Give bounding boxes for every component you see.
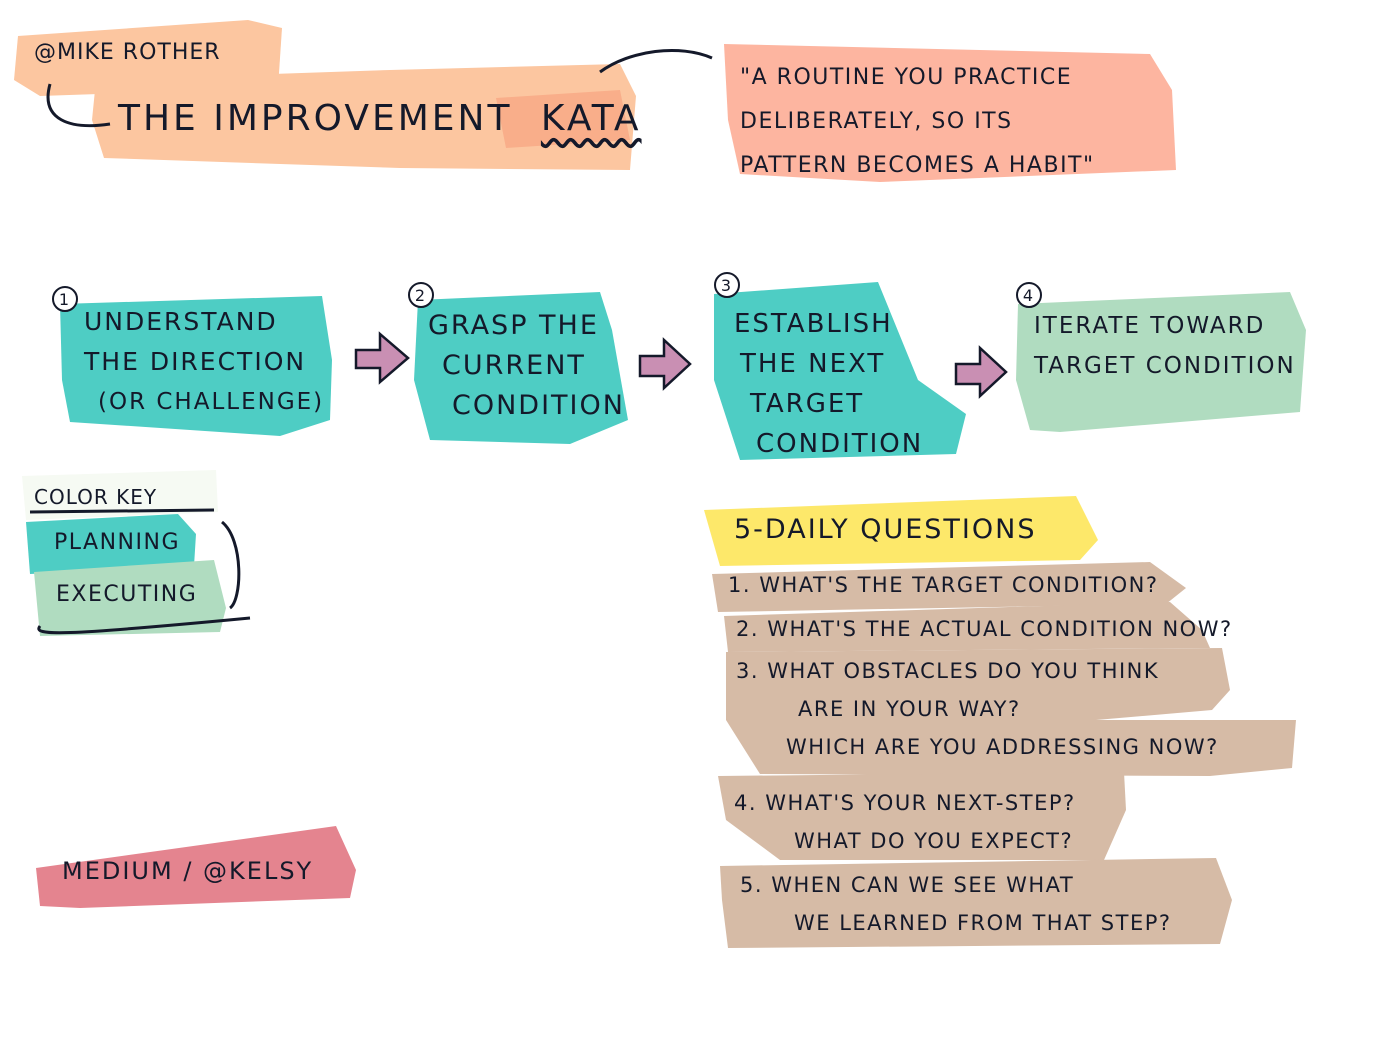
title-prefix: The Improvement — [118, 98, 513, 139]
step-3-shape — [714, 282, 966, 460]
step-3-number: 3 — [714, 272, 740, 298]
question-1: 1. What's the target condition? — [728, 573, 1159, 597]
author-label: @Mike Rother — [34, 40, 221, 65]
step-3-line-4: condition — [756, 429, 924, 459]
step-4-line-2: target condition — [1034, 353, 1296, 379]
step-4-shape — [1016, 292, 1306, 432]
question-5-line-1: 5. When can we see what — [740, 873, 1075, 897]
question-4-line-1: 4. What's your next-step? — [734, 791, 1076, 815]
credit-label: Medium / @Kelsy — [62, 857, 314, 885]
quote-line-2: deliberately, so its — [740, 109, 1013, 134]
step-2-line-3: Condition — [452, 390, 625, 421]
quote-connector — [599, 49, 713, 74]
kata-highlight-shape — [496, 90, 630, 148]
step-1-number: 1 — [52, 286, 78, 312]
step-1-line-1: Understand — [84, 307, 278, 336]
quote-line-3: pattern becomes a habit" — [740, 153, 1095, 178]
step-1-text: Understand the Direction (or Challenge) — [84, 302, 324, 422]
planning-swatch — [26, 514, 196, 574]
question-3-line-1: 3. What obstacles do you think — [736, 659, 1160, 683]
color-key-bracket — [29, 508, 251, 635]
step-2-shape — [414, 292, 628, 444]
q2-shape — [724, 602, 1210, 652]
credit-shape — [36, 826, 356, 908]
step-1-line-3: (or Challenge) — [98, 389, 325, 415]
step-2-text: Grasp the Current Condition — [428, 306, 625, 426]
step-3-line-1: Establish — [734, 309, 893, 339]
step-1-line-2: the Direction — [84, 347, 307, 376]
step-2-number: 2 — [408, 282, 434, 308]
questions-title-shape — [704, 496, 1098, 566]
color-key-executing-label: Executing — [56, 582, 198, 607]
executing-swatch — [34, 560, 226, 636]
author-connector — [46, 83, 111, 128]
step-4-text: Iterate toward target condition — [1034, 306, 1296, 386]
q5-shape — [720, 858, 1232, 948]
step-1-shape — [60, 296, 332, 436]
step-4-line-1: Iterate toward — [1034, 313, 1266, 339]
q4-shape — [718, 772, 1126, 860]
question-5-line-2: we learned from that step? — [794, 911, 1172, 935]
arrow-3-4 — [954, 345, 1008, 399]
quote-line-1: "A Routine you practice — [740, 65, 1073, 90]
step-4-number: 4 — [1016, 282, 1042, 308]
questions-title: 5-Daily Questions — [734, 514, 1037, 545]
question-3: 3. What obstacles do you think are in yo… — [736, 652, 1219, 766]
quote-shape — [724, 44, 1176, 182]
step-2-line-2: Current — [442, 350, 586, 381]
q3-shape — [726, 648, 1296, 776]
title-banner-shape — [92, 64, 636, 170]
step-3-text: Establish the next target condition — [734, 304, 923, 464]
question-4-line-2: What do you expect? — [794, 829, 1074, 853]
question-2: 2. What's the actual condition now? — [736, 617, 1233, 641]
title-kata: Kata — [540, 98, 642, 139]
question-4: 4. What's your next-step? What do you ex… — [734, 784, 1076, 860]
color-key-planning-label: Planning — [54, 530, 180, 555]
arrow-1-2 — [354, 331, 410, 385]
step-2-line-1: Grasp the — [428, 310, 599, 341]
quote-text: "A Routine you practice deliberately, so… — [740, 56, 1095, 188]
question-3-line-3: Which are you addressing now? — [786, 735, 1219, 759]
arrow-2-3 — [638, 337, 692, 391]
color-key-title-shape — [22, 470, 218, 520]
step-3-line-2: the next — [740, 349, 886, 379]
step-3-line-3: target — [750, 389, 865, 419]
color-key-title: Color Key — [34, 485, 158, 509]
question-3-line-2: are in your way? — [798, 697, 1021, 721]
page-title: The Improvement Kata — [118, 98, 642, 139]
q1-shape — [712, 562, 1186, 612]
question-5: 5. When can we see what we learned from … — [740, 866, 1172, 942]
